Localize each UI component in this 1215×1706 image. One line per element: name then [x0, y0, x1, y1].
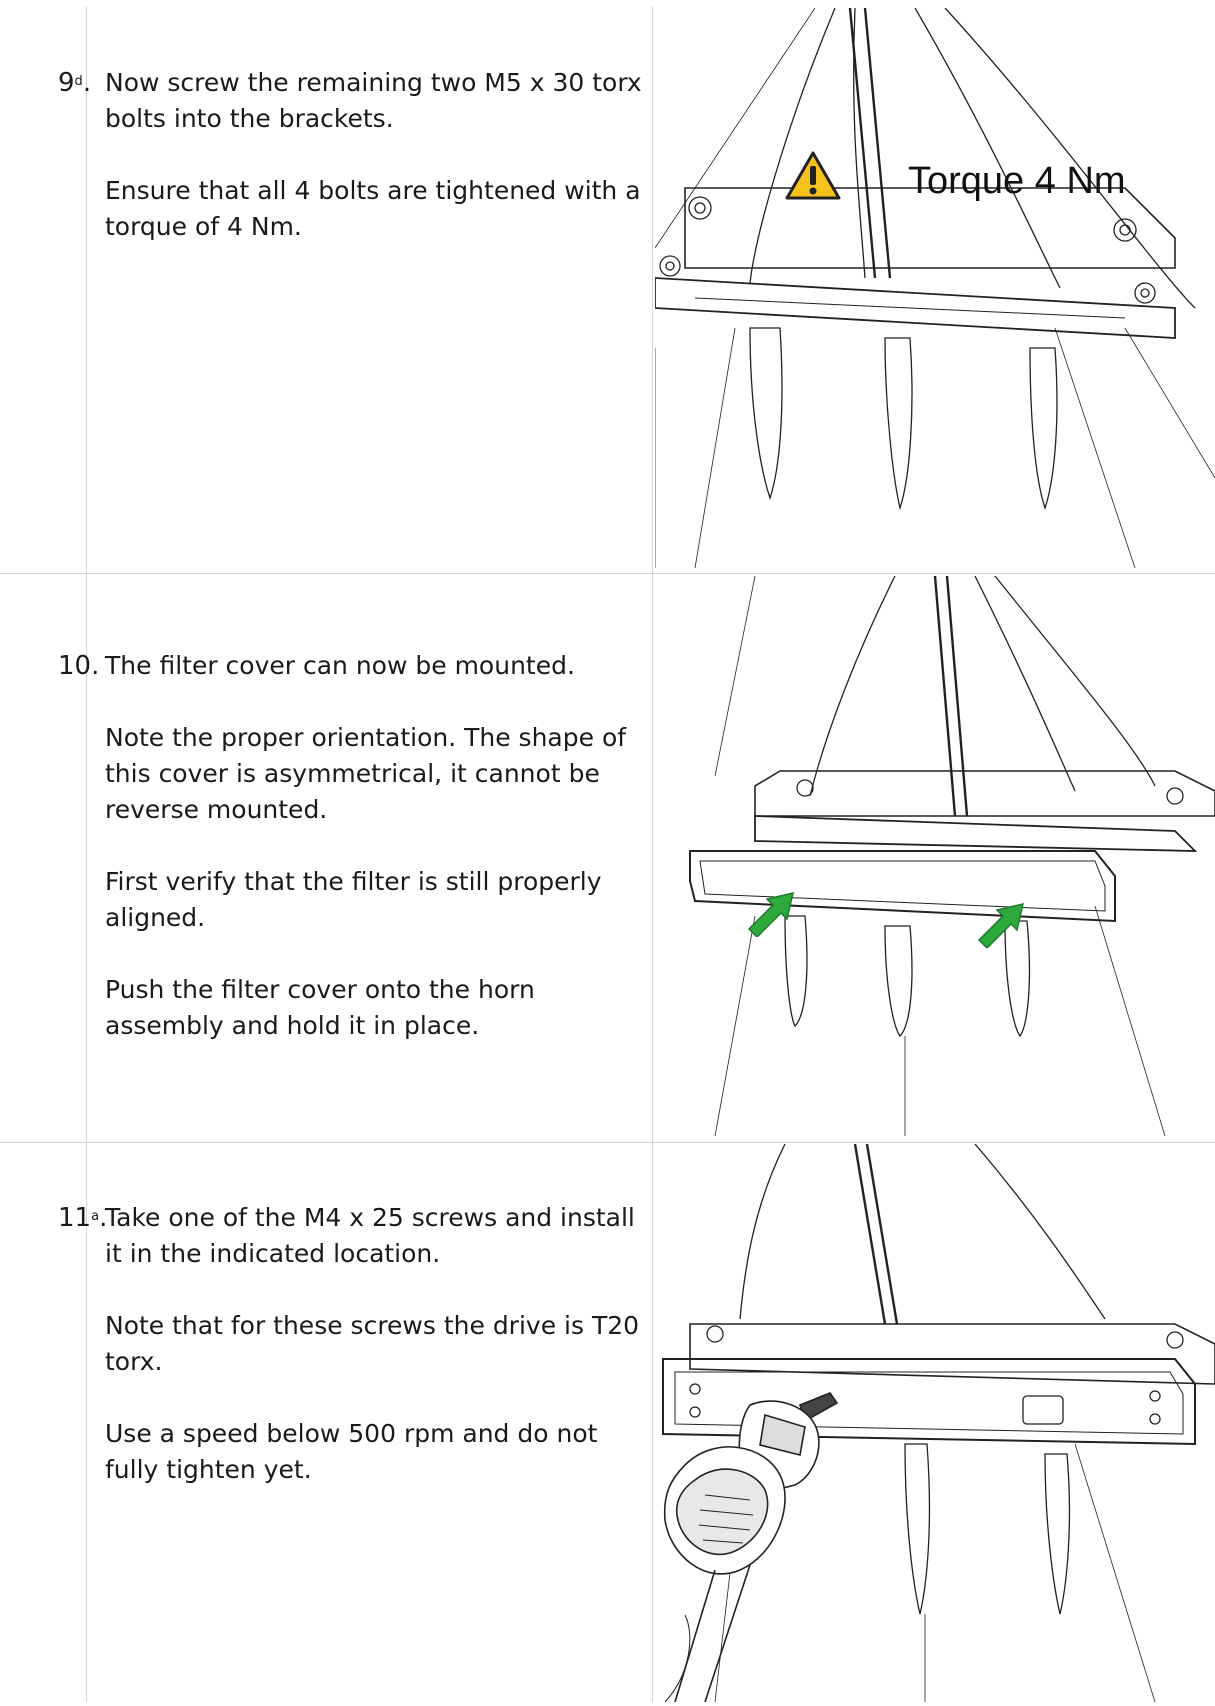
- step-paragraph: First verify that the filter is still pr…: [105, 867, 602, 932]
- step-paragraph: Take one of the M4 x 25 screws and insta…: [105, 1203, 635, 1268]
- step-illustration: [655, 8, 1215, 568]
- column-divider: [86, 6, 87, 1702]
- power-drill-icon: [655, 1385, 855, 1703]
- column-divider: [652, 6, 653, 1702]
- row-divider: [0, 1142, 1215, 1143]
- step-paragraph: The filter cover can now be mounted.: [105, 651, 575, 680]
- step-paragraph: Note that for these screws the drive is …: [105, 1311, 640, 1376]
- step-instructions: Take one of the M4 x 25 screws and insta…: [105, 1200, 650, 1524]
- torque-callout: Torque 4 Nm: [908, 160, 1126, 202]
- green-arrow-icon: [973, 896, 1033, 950]
- step-paragraph: Use a speed below 500 rpm and do not ful…: [105, 1419, 598, 1484]
- step-number: 10.: [58, 651, 100, 681]
- step-paragraph: Now screw the remaining two M5 x 30 torx…: [105, 68, 642, 133]
- step-number: 9d.: [58, 68, 92, 98]
- step-paragraph: Note the proper orientation. The shape o…: [105, 723, 627, 824]
- step-number: 11a.: [58, 1203, 108, 1233]
- step-paragraph: Push the filter cover onto the horn asse…: [105, 975, 535, 1040]
- warning-triangle-icon: [784, 150, 842, 202]
- instruction-table: [0, 6, 1215, 1702]
- step-illustration: [655, 576, 1215, 1136]
- step-illustration: [655, 1144, 1215, 1702]
- step-paragraph: Ensure that all 4 bolts are tightened wi…: [105, 176, 641, 241]
- green-arrow-icon: [743, 885, 803, 939]
- row-divider: [0, 573, 1215, 574]
- step-instructions: Now screw the remaining two M5 x 30 torx…: [105, 65, 650, 281]
- step-instructions: The filter cover can now be mounted. Not…: [105, 648, 650, 1080]
